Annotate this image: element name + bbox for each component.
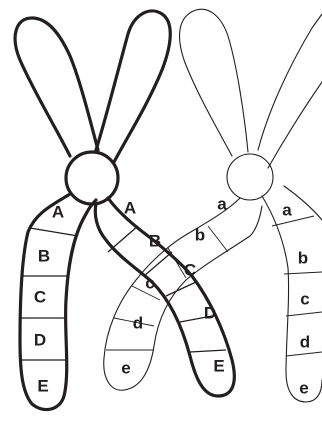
dark-crossed-label-4: D xyxy=(204,304,216,323)
light-centromere xyxy=(226,153,274,201)
light-right-label-5: e xyxy=(299,379,308,398)
light-crossed-label-5: e xyxy=(121,359,130,378)
light-upper-right-arm xyxy=(257,13,322,169)
dark-crossed-label-2: B xyxy=(149,232,161,251)
light-right-label-2: b xyxy=(298,249,308,268)
dark-crossed-label-1: A xyxy=(124,199,136,218)
dark-left-labels: A B C D E xyxy=(34,203,64,396)
dark-left-label-5: E xyxy=(37,377,48,396)
dark-left-label-1: A xyxy=(52,203,64,222)
light-upper-left-arm xyxy=(179,8,249,157)
dark-crossed-labels: A B C D E xyxy=(124,199,225,376)
dark-crossed-label-3: C xyxy=(184,261,196,280)
light-crossed-chromatid xyxy=(103,197,263,391)
light-right-labels: a b c d e xyxy=(282,201,310,398)
dark-upper-right-arm xyxy=(94,9,172,164)
light-crossed-label-4: d xyxy=(133,314,143,333)
dark-centromere xyxy=(64,150,120,206)
dark-upper-left-arm xyxy=(13,16,100,158)
light-crossed-label-3: c xyxy=(145,274,154,293)
light-right-label-1: a xyxy=(282,201,292,220)
light-right-label-4: d xyxy=(300,333,310,352)
light-crossed-label-2: b xyxy=(195,226,205,245)
light-crossed-labels: a b c d e xyxy=(121,195,227,378)
dark-crossed-label-5: E xyxy=(213,357,224,376)
dark-left-label-3: C xyxy=(34,288,46,307)
dark-chromosome xyxy=(13,9,236,412)
dark-crossed-chromatid xyxy=(93,196,236,398)
light-chromosome xyxy=(103,8,322,403)
dark-left-label-2: B xyxy=(38,247,50,266)
dark-left-label-4: D xyxy=(34,331,46,350)
light-right-chromatid xyxy=(261,185,322,403)
dark-left-chromatid xyxy=(18,192,98,412)
light-right-label-3: c xyxy=(300,290,309,309)
light-crossed-label-1: a xyxy=(217,195,227,214)
